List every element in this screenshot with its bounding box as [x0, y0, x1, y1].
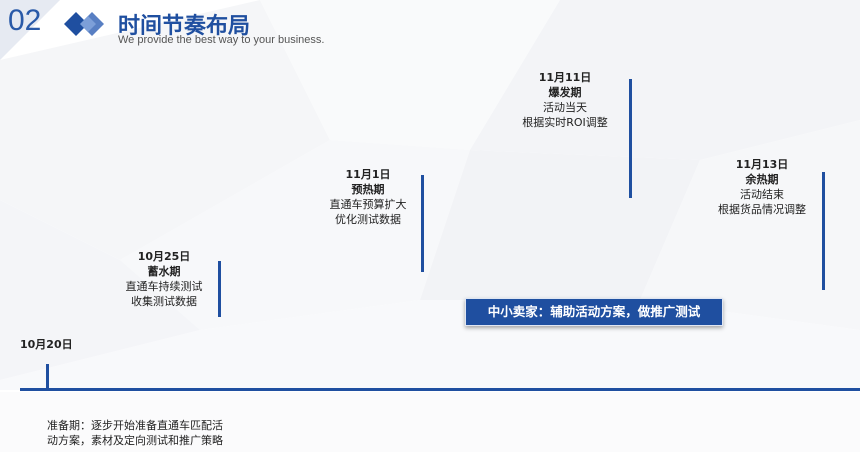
milestone-text: 根据货品情况调整 [718, 203, 806, 216]
page-title: 时间节奏布局 [118, 14, 251, 39]
note-line: 动方案，素材及定向测试和推广策略 [47, 434, 223, 447]
milestone-phase: 爆发期 [548, 86, 582, 99]
timeline-tick-5 [822, 172, 825, 290]
milestone-phase: 预热期 [351, 183, 385, 196]
milestone-text: 直通车持续测试 [125, 280, 203, 293]
timeline-tick-2 [218, 261, 221, 317]
milestone-phase: 蓄水期 [147, 265, 181, 278]
timeline-tick-3 [421, 175, 424, 272]
milestone-date: 10月20日 [20, 338, 73, 351]
note-line: 准备期：逐步开始准备直通车匹配活 [47, 419, 223, 432]
milestone-text: 优化测试数据 [335, 213, 401, 226]
callout-banner: 中小卖家：辅助活动方案，做推广测试 [465, 298, 723, 326]
milestone-text: 收集测试数据 [131, 295, 197, 308]
milestone-3: 11月1日 预热期 直通车预算扩大 优化测试数据 [316, 167, 420, 227]
milestone-text: 活动当天 [543, 101, 587, 114]
milestone-date: 11月13日 [735, 158, 789, 171]
milestone-1: 10月20日 [20, 337, 100, 352]
milestone-date: 11月1日 [345, 168, 391, 181]
milestone-2: 10月25日 蓄水期 直通车持续测试 收集测试数据 [112, 249, 216, 309]
timeline-tick-4 [629, 79, 632, 198]
milestone-date: 11月11日 [538, 71, 592, 84]
section-number: 02 [8, 4, 42, 37]
milestone-text: 根据实时ROI调整 [522, 116, 608, 129]
diamond-icon [64, 12, 104, 36]
milestone-phase: 余热期 [745, 173, 779, 186]
milestone-text: 直通车预算扩大 [329, 198, 407, 211]
timeline-tick-1 [46, 364, 49, 388]
page-subtitle: We provide the best way to your business… [118, 34, 325, 46]
timeline-axis [20, 388, 860, 391]
milestone-date: 10月25日 [137, 250, 191, 263]
corner-decoration [0, 0, 60, 60]
milestone-text: 活动结束 [740, 188, 784, 201]
milestone-5: 11月13日 余热期 活动结束 根据货品情况调整 [704, 157, 820, 217]
milestone-4: 11月11日 爆发期 活动当天 根据实时ROI调整 [508, 70, 622, 130]
preparation-note: 准备期：逐步开始准备直通车匹配活 动方案，素材及定向测试和推广策略 [47, 418, 223, 448]
